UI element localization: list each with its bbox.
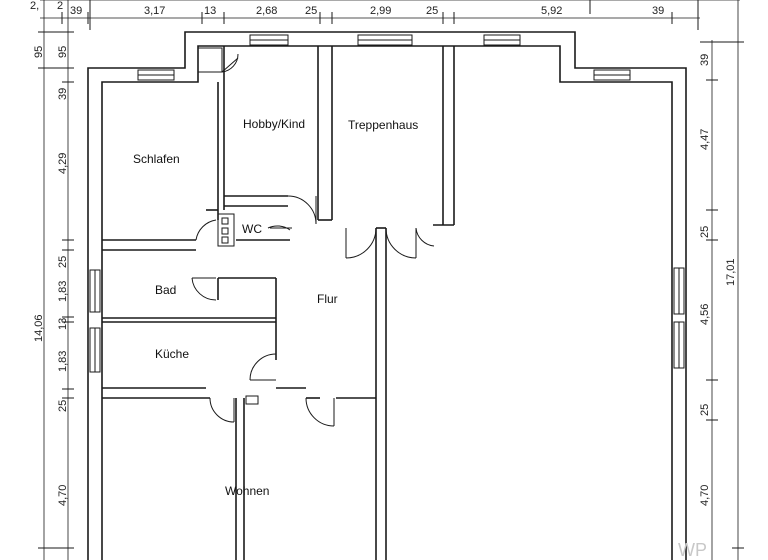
left-dim-470: 4,70	[57, 485, 69, 506]
room-label-flur: Flur	[317, 292, 338, 306]
right-dim-447: 4,47	[699, 129, 711, 150]
top-dim-317: 3,17	[144, 5, 165, 17]
right-dim-25-a: 25	[699, 226, 711, 238]
door-wohnen-left	[209, 397, 235, 423]
watermark-logo: WP	[678, 540, 707, 560]
right-dim-25-b: 25	[699, 404, 711, 416]
room-label-treppenhaus: Treppenhaus	[348, 118, 418, 132]
top-dimension-chain: 2, 2 39 3,17 13 2,68 25 2,99 25 5,92 39	[30, 0, 740, 30]
door-wc	[267, 225, 291, 231]
right-outer-dim-1701: 17,01	[725, 258, 737, 286]
top-dim-268: 2,68	[256, 5, 277, 17]
top-dim-cut-left-2: 2	[57, 0, 63, 12]
left-dim-25-b: 25	[57, 400, 69, 412]
door-wohnen-right	[305, 397, 335, 427]
exterior-walls	[87, 31, 687, 560]
top-dim-299: 2,99	[370, 5, 391, 17]
left-dimension-chains: 95 14,06 95 39 4,29 25 1,83 13 1,83 25 4…	[33, 0, 74, 560]
room-label-bad: Bad	[155, 283, 176, 297]
door-hobby	[287, 195, 317, 225]
left-dim-25-a: 25	[57, 256, 69, 268]
left-outer-dim-95: 95	[33, 46, 45, 58]
room-label-wc: WC	[242, 222, 262, 236]
room-label-wohnen: Wohnen	[225, 484, 269, 498]
door-schlafen	[195, 219, 217, 241]
interior-walls	[102, 46, 455, 560]
door-kueche	[249, 353, 277, 381]
top-dim-13: 13	[204, 5, 216, 17]
doors	[191, 47, 435, 427]
door-treppenhaus-left	[345, 227, 377, 259]
top-dim-25-a: 25	[305, 5, 317, 17]
top-dim-25-b: 25	[426, 5, 438, 17]
door-niche	[221, 53, 239, 73]
door-treppenhaus-right	[385, 227, 417, 259]
top-dim-39-left: 39	[70, 5, 82, 17]
room-labels: Schlafen Hobby/Kind Treppenhaus WC Bad F…	[133, 117, 418, 498]
left-dim-39: 39	[57, 88, 69, 100]
left-dim-183-b: 1,83	[57, 351, 69, 372]
right-dim-470: 4,70	[699, 485, 711, 506]
room-label-kueche: Küche	[155, 347, 189, 361]
right-dim-456: 4,56	[699, 304, 711, 325]
left-dim-183-a: 1,83	[57, 281, 69, 302]
room-label-schlafen: Schlafen	[133, 152, 180, 166]
right-dim-39: 39	[699, 54, 711, 66]
top-dim-cut-left: 2,	[30, 0, 39, 12]
room-label-hobby: Hobby/Kind	[243, 117, 305, 131]
left-dim-429: 4,29	[57, 153, 69, 174]
windows	[89, 34, 685, 373]
left-dim-13: 13	[57, 318, 69, 330]
left-outer-dim-1406: 14,06	[33, 314, 45, 342]
door-bad	[191, 277, 217, 301]
top-dim-592: 5,92	[541, 5, 562, 17]
right-dimension-chains: 39 4,47 25 4,56 25 4,70 17,01	[699, 0, 744, 560]
left-dim-95: 95	[57, 46, 69, 58]
top-dim-39-right: 39	[652, 5, 664, 17]
